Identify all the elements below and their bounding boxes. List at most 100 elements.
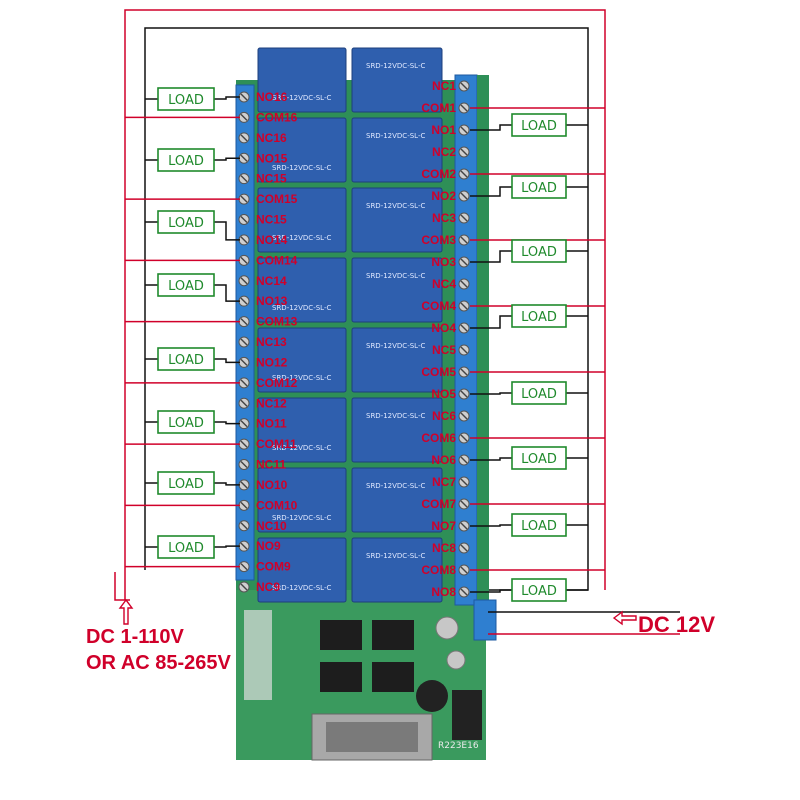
terminal-label: COM13 [256,315,298,329]
terminal-label: COM14 [256,253,298,267]
terminal-screw [458,300,470,312]
relay-marking: SRD-12VDC-SL-C [272,164,331,172]
power-left-line2: OR AC 85-265V [86,652,231,674]
terminal-screw [458,190,470,202]
load-label: LOAD [168,353,204,368]
terminal-label: NO14 [256,233,288,247]
load-label: LOAD [168,477,204,492]
terminal-screw [458,366,470,378]
terminal-label: NO3 [431,255,456,269]
terminal-label: NC13 [256,335,287,349]
left-terminal-block [235,84,255,581]
relay-marking: SRD-12VDC-SL-C [366,272,425,280]
terminal-screw [238,418,250,430]
left-terminal-screws [238,91,250,593]
relay: SRD-12VDC-SL-C [351,537,443,603]
terminal-screw [458,234,470,246]
terminal-label: NC7 [432,475,456,489]
terminal-screw [458,146,470,158]
red-supply-wire [124,9,606,600]
terminal-label: NC8 [432,541,456,555]
terminal-screw [238,295,250,307]
terminal-label: COM7 [421,497,456,511]
left-arrow-icon [612,610,638,633]
terminal-screw [458,80,470,92]
power-right-label: DC 12V [638,612,716,637]
relay-marking: SRD-12VDC-SL-C [272,94,331,102]
terminal-screw [238,316,250,328]
terminal-label: COM12 [256,376,298,390]
terminal-screw [238,193,250,205]
load-label: LOAD [168,279,204,294]
relay: SRD-12VDC-SL-C [351,117,443,183]
load-label: LOAD [521,119,557,134]
terminal-label: COM10 [256,498,298,512]
terminal-screw [458,498,470,510]
terminal-screw [238,397,250,409]
terminal-screw [238,275,250,287]
terminal-screw [238,132,250,144]
relay: SRD-12VDC-SL-C [351,47,443,113]
relays-left-column: SRD-12VDC-SL-C SRD-12VDC-SL-C SRD-12VDC-SL… [257,47,347,603]
relay-marking: SRD-12VDC-SL-C [272,234,331,242]
terminal-screw [238,356,250,368]
relay-marking: SRD-12VDC-SL-C [366,342,425,350]
terminal-label: NC3 [432,211,456,225]
load-box: LOAD [125,210,240,262]
relay-marking: SRD-12VDC-SL-C [366,412,425,420]
terminal-label: COM6 [421,431,456,445]
terminal-screw [238,499,250,511]
load-box: LOAD [125,535,240,568]
terminal-label: NO7 [431,519,456,533]
led-indicator-column [244,610,272,700]
load-box: LOAD [470,107,605,137]
terminal-screw [238,91,250,103]
ic-chip-1 [320,620,362,650]
relay: SRD-12VDC-SL-C [257,537,347,603]
terminal-screw [238,377,250,389]
relay: SRD-12VDC-SL-C [257,187,347,253]
terminal-screw [458,388,470,400]
terminal-label: NC9 [256,580,280,594]
terminal-screw [238,111,250,123]
terminal-screw [238,336,250,348]
relay: SRD-12VDC-SL-C [351,257,443,323]
board-components: R223E16 [244,599,497,761]
terminal-screw [238,581,250,593]
terminal-label: NC6 [432,409,456,423]
load-label: LOAD [168,154,204,169]
capacitor-1 [435,616,459,640]
terminal-screw [458,124,470,136]
load-box: LOAD [470,371,605,405]
load-box: LOAD [125,87,240,119]
terminal-screw [458,586,470,598]
load-label: LOAD [521,452,557,467]
terminal-label: NC15 [256,172,287,186]
load-label: LOAD [168,416,204,431]
capacitor-2 [446,650,466,670]
load-box: LOAD [125,410,240,445]
terminal-screw [238,254,250,266]
left-load-wiring: LOAD LOAD LOAD LOAD LOAD LOAD LOAD LOAD [125,87,240,568]
load-label: LOAD [168,541,204,556]
terminal-screw [238,479,250,491]
red-supply-stub [114,572,130,601]
relay-marking: SRD-12VDC-SL-C [366,482,425,490]
load-box: LOAD [470,173,605,199]
terminal-label: COM16 [256,110,298,124]
capacitor-large [416,680,448,712]
terminal-label: NO15 [256,151,288,165]
terminal-screw [238,438,250,450]
load-label: LOAD [521,245,557,260]
relay: SRD-12VDC-SL-C [351,397,443,463]
relay-marking: SRD-12VDC-SL-C [366,132,425,140]
terminal-screw [458,344,470,356]
right-silkscreen-strip [477,75,489,605]
terminal-label: COM9 [256,560,291,574]
terminal-screw [458,564,470,576]
power-input-label-right: DC 12V [612,610,715,640]
terminal-label: NC1 [432,79,456,93]
terminal-label: NC2 [432,145,456,159]
